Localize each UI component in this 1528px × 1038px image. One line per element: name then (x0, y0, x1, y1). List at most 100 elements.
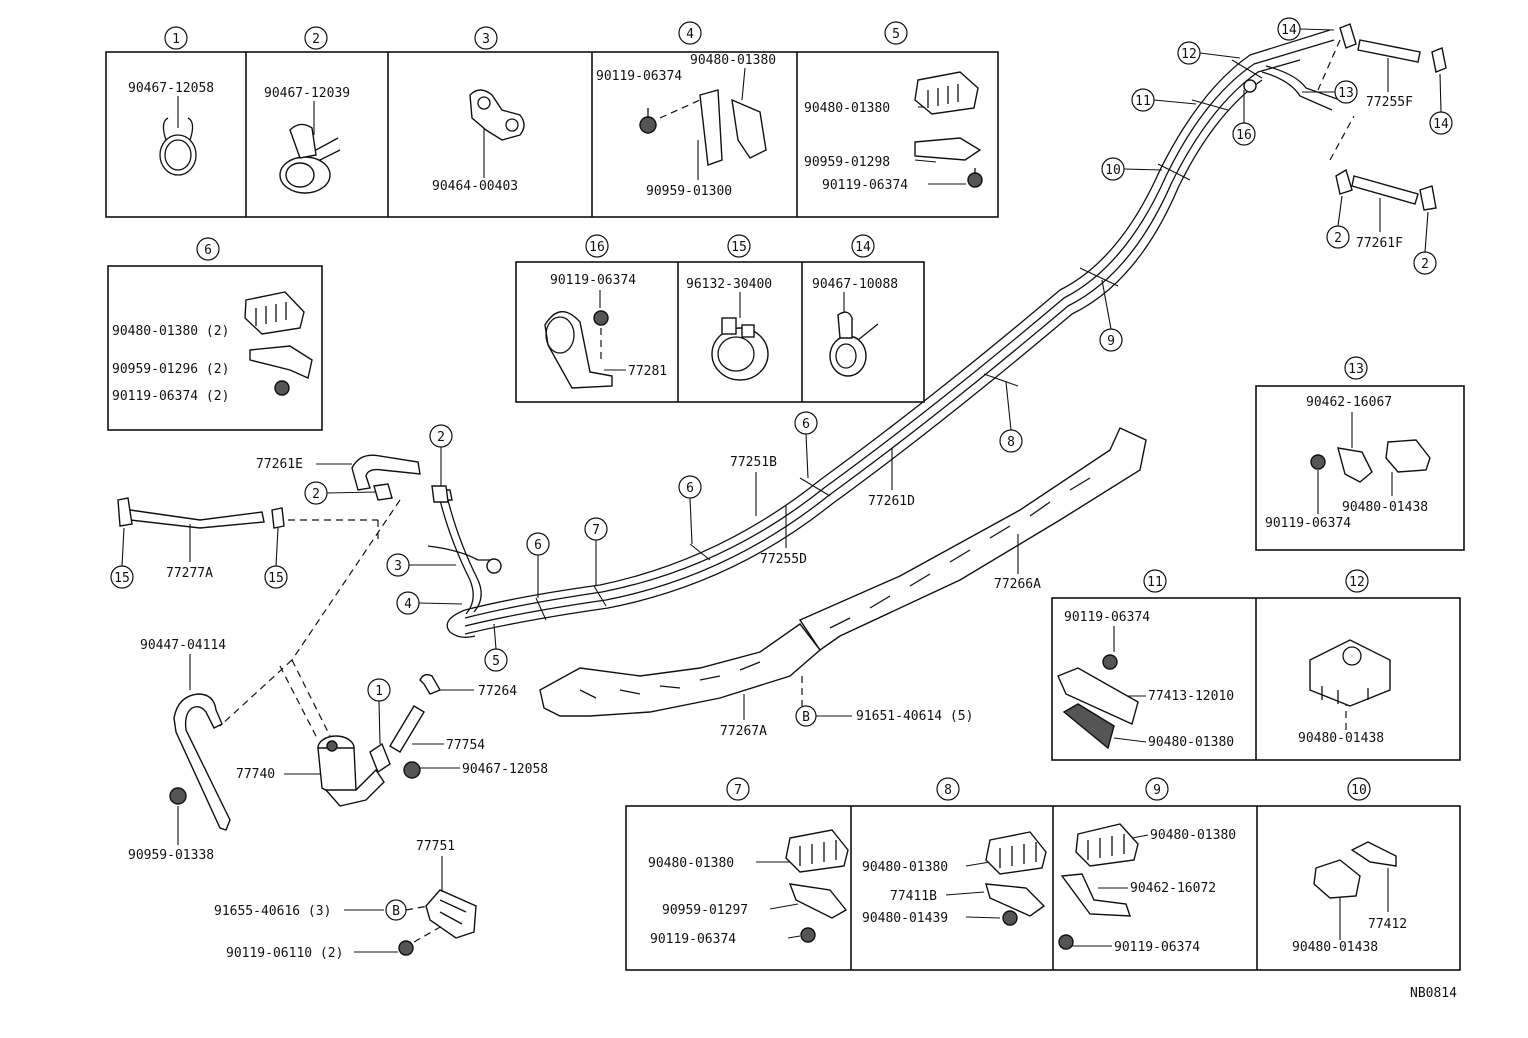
inset-2: 2 90467-12039 (264, 26, 350, 194)
svg-text:90959-01297: 90959-01297 (662, 903, 748, 918)
lower-left-pipes (427, 489, 502, 615)
inset-row-mid (515, 261, 925, 403)
svg-text:77255F: 77255F (1366, 95, 1413, 110)
svg-text:77255D: 77255D (760, 552, 807, 567)
fuel-line-bundle (446, 29, 1335, 638)
svg-text:11: 11 (1147, 575, 1163, 590)
svg-text:1: 1 (375, 684, 383, 699)
svg-text:77251B: 77251B (730, 455, 777, 470)
svg-text:4: 4 (404, 597, 412, 612)
plate-icon (249, 345, 313, 379)
svg-text:77754: 77754 (446, 738, 485, 753)
svg-text:90480-01380 (2): 90480-01380 (2) (112, 324, 229, 339)
svg-text:90119-06374: 90119-06374 (1114, 940, 1200, 955)
inset-4: 4 90480-01380 90119-06374 90959-01300 (596, 21, 776, 199)
inset-10: 10 77412 90480-01438 (1292, 777, 1407, 955)
clamp-icon (1313, 859, 1361, 899)
svg-text:90119-06110 (2): 90119-06110 (2) (226, 946, 343, 961)
svg-text:90119-06374: 90119-06374 (822, 178, 908, 193)
inset-5: 5 90480-01380 90959-01298 90119-06374 (804, 21, 983, 193)
svg-text:6: 6 (686, 481, 694, 496)
svg-text:90480-01438: 90480-01438 (1292, 940, 1378, 955)
bolt-icon (1310, 454, 1326, 470)
inset-3: 3 90464-00403 (432, 26, 525, 194)
comb-clamp-icon (785, 829, 849, 873)
clamp-icon (469, 89, 525, 141)
bolt-icon (274, 380, 290, 396)
svg-text:13: 13 (1338, 86, 1354, 101)
inset-1: 1 90467-12058 (128, 26, 214, 176)
clip-plate-icon (1057, 667, 1139, 725)
svg-text:11: 11 (1135, 94, 1151, 109)
svg-text:16: 16 (589, 240, 605, 255)
svg-text:90480-01380: 90480-01380 (862, 860, 948, 875)
hose-77261e (351, 454, 421, 491)
svg-text:90480-01380: 90480-01380 (690, 53, 776, 68)
svg-text:2: 2 (312, 487, 320, 502)
svg-text:7: 7 (592, 523, 600, 538)
bolt-icon (1102, 654, 1118, 670)
svg-text:8: 8 (1007, 435, 1015, 450)
inset-6: 6 90480-01380 (2) 90959-01296 (2) 90119-… (107, 237, 323, 431)
svg-text:14: 14 (1433, 117, 1449, 132)
bracket-77751 (398, 856, 477, 956)
comb-clamp-icon (914, 71, 979, 115)
dashed-leaders (219, 499, 803, 741)
svg-text:5: 5 (492, 654, 500, 669)
main-part-labels: 77251B 77255D 77261D 77266A 77267A 77261… (128, 58, 1413, 961)
svg-text:90480-01380: 90480-01380 (1150, 828, 1236, 843)
bundle-clips (535, 59, 1263, 621)
svg-text:15: 15 (114, 571, 130, 586)
svg-text:15: 15 (268, 571, 284, 586)
svg-text:90447-04114: 90447-04114 (140, 638, 226, 653)
callouts: 2 2 3 4 5 6 7 6 6 8 9 10 11 12 16 13 14 (110, 17, 1453, 745)
svg-text:77264: 77264 (478, 684, 517, 699)
svg-text:2: 2 (312, 32, 320, 47)
svg-text:77412: 77412 (1368, 917, 1407, 932)
vacuum-hose-90447 (173, 693, 231, 831)
hose-77255f (1317, 23, 1447, 91)
spring-clip-icon (159, 117, 197, 176)
svg-text:90480-01380: 90480-01380 (648, 856, 734, 871)
svg-text:90480-01438: 90480-01438 (1298, 731, 1384, 746)
bolt-icon (967, 168, 983, 188)
svg-text:90462-16072: 90462-16072 (1130, 881, 1216, 896)
svg-text:13: 13 (1348, 362, 1364, 377)
clamp-icon (1385, 439, 1431, 473)
svg-text:77267A: 77267A (720, 724, 767, 739)
svg-text:77266A: 77266A (994, 577, 1041, 592)
clip-90959 (169, 787, 187, 805)
svg-text:6: 6 (802, 417, 810, 432)
multi-clamp-icon (1309, 639, 1391, 707)
inset-row-right (1051, 597, 1461, 761)
inset-15: 15 96132-30400 (686, 234, 772, 381)
svg-text:90959-01296 (2): 90959-01296 (2) (112, 362, 229, 377)
svg-text:12: 12 (1349, 575, 1365, 590)
svg-text:77411B: 77411B (890, 889, 937, 904)
bend-pipes-top (1261, 65, 1341, 111)
svg-text:77277A: 77277A (166, 566, 213, 581)
hose-clamp-icon (711, 317, 769, 381)
svg-text:5: 5 (892, 27, 900, 42)
inset-row-top (105, 51, 999, 218)
heat-insulator-77267a (539, 623, 821, 717)
svg-text:90959-01298: 90959-01298 (804, 155, 890, 170)
svg-text:90119-06374: 90119-06374 (1265, 516, 1351, 531)
svg-text:90467-12058: 90467-12058 (462, 762, 548, 777)
svg-text:90119-06374: 90119-06374 (1064, 610, 1150, 625)
comb-clamp-icon (244, 291, 305, 335)
svg-text:3: 3 (394, 559, 402, 574)
svg-text:77740: 77740 (236, 767, 275, 782)
svg-text:90119-06374: 90119-06374 (650, 932, 736, 947)
comb-clamp-icon (1075, 823, 1139, 867)
svg-text:96132-30400: 96132-30400 (686, 277, 772, 292)
plate-icon (1337, 447, 1373, 483)
svg-text:90480-01380: 90480-01380 (804, 101, 890, 116)
svg-text:2: 2 (437, 430, 445, 445)
svg-text:77261D: 77261D (868, 494, 915, 509)
svg-text:77413-12010: 77413-12010 (1148, 689, 1234, 704)
svg-text:90467-12039: 90467-12039 (264, 86, 350, 101)
inset-9: 9 90480-01380 90462-16072 90119-06374 (1058, 777, 1236, 955)
band-clip-icon (829, 311, 879, 377)
